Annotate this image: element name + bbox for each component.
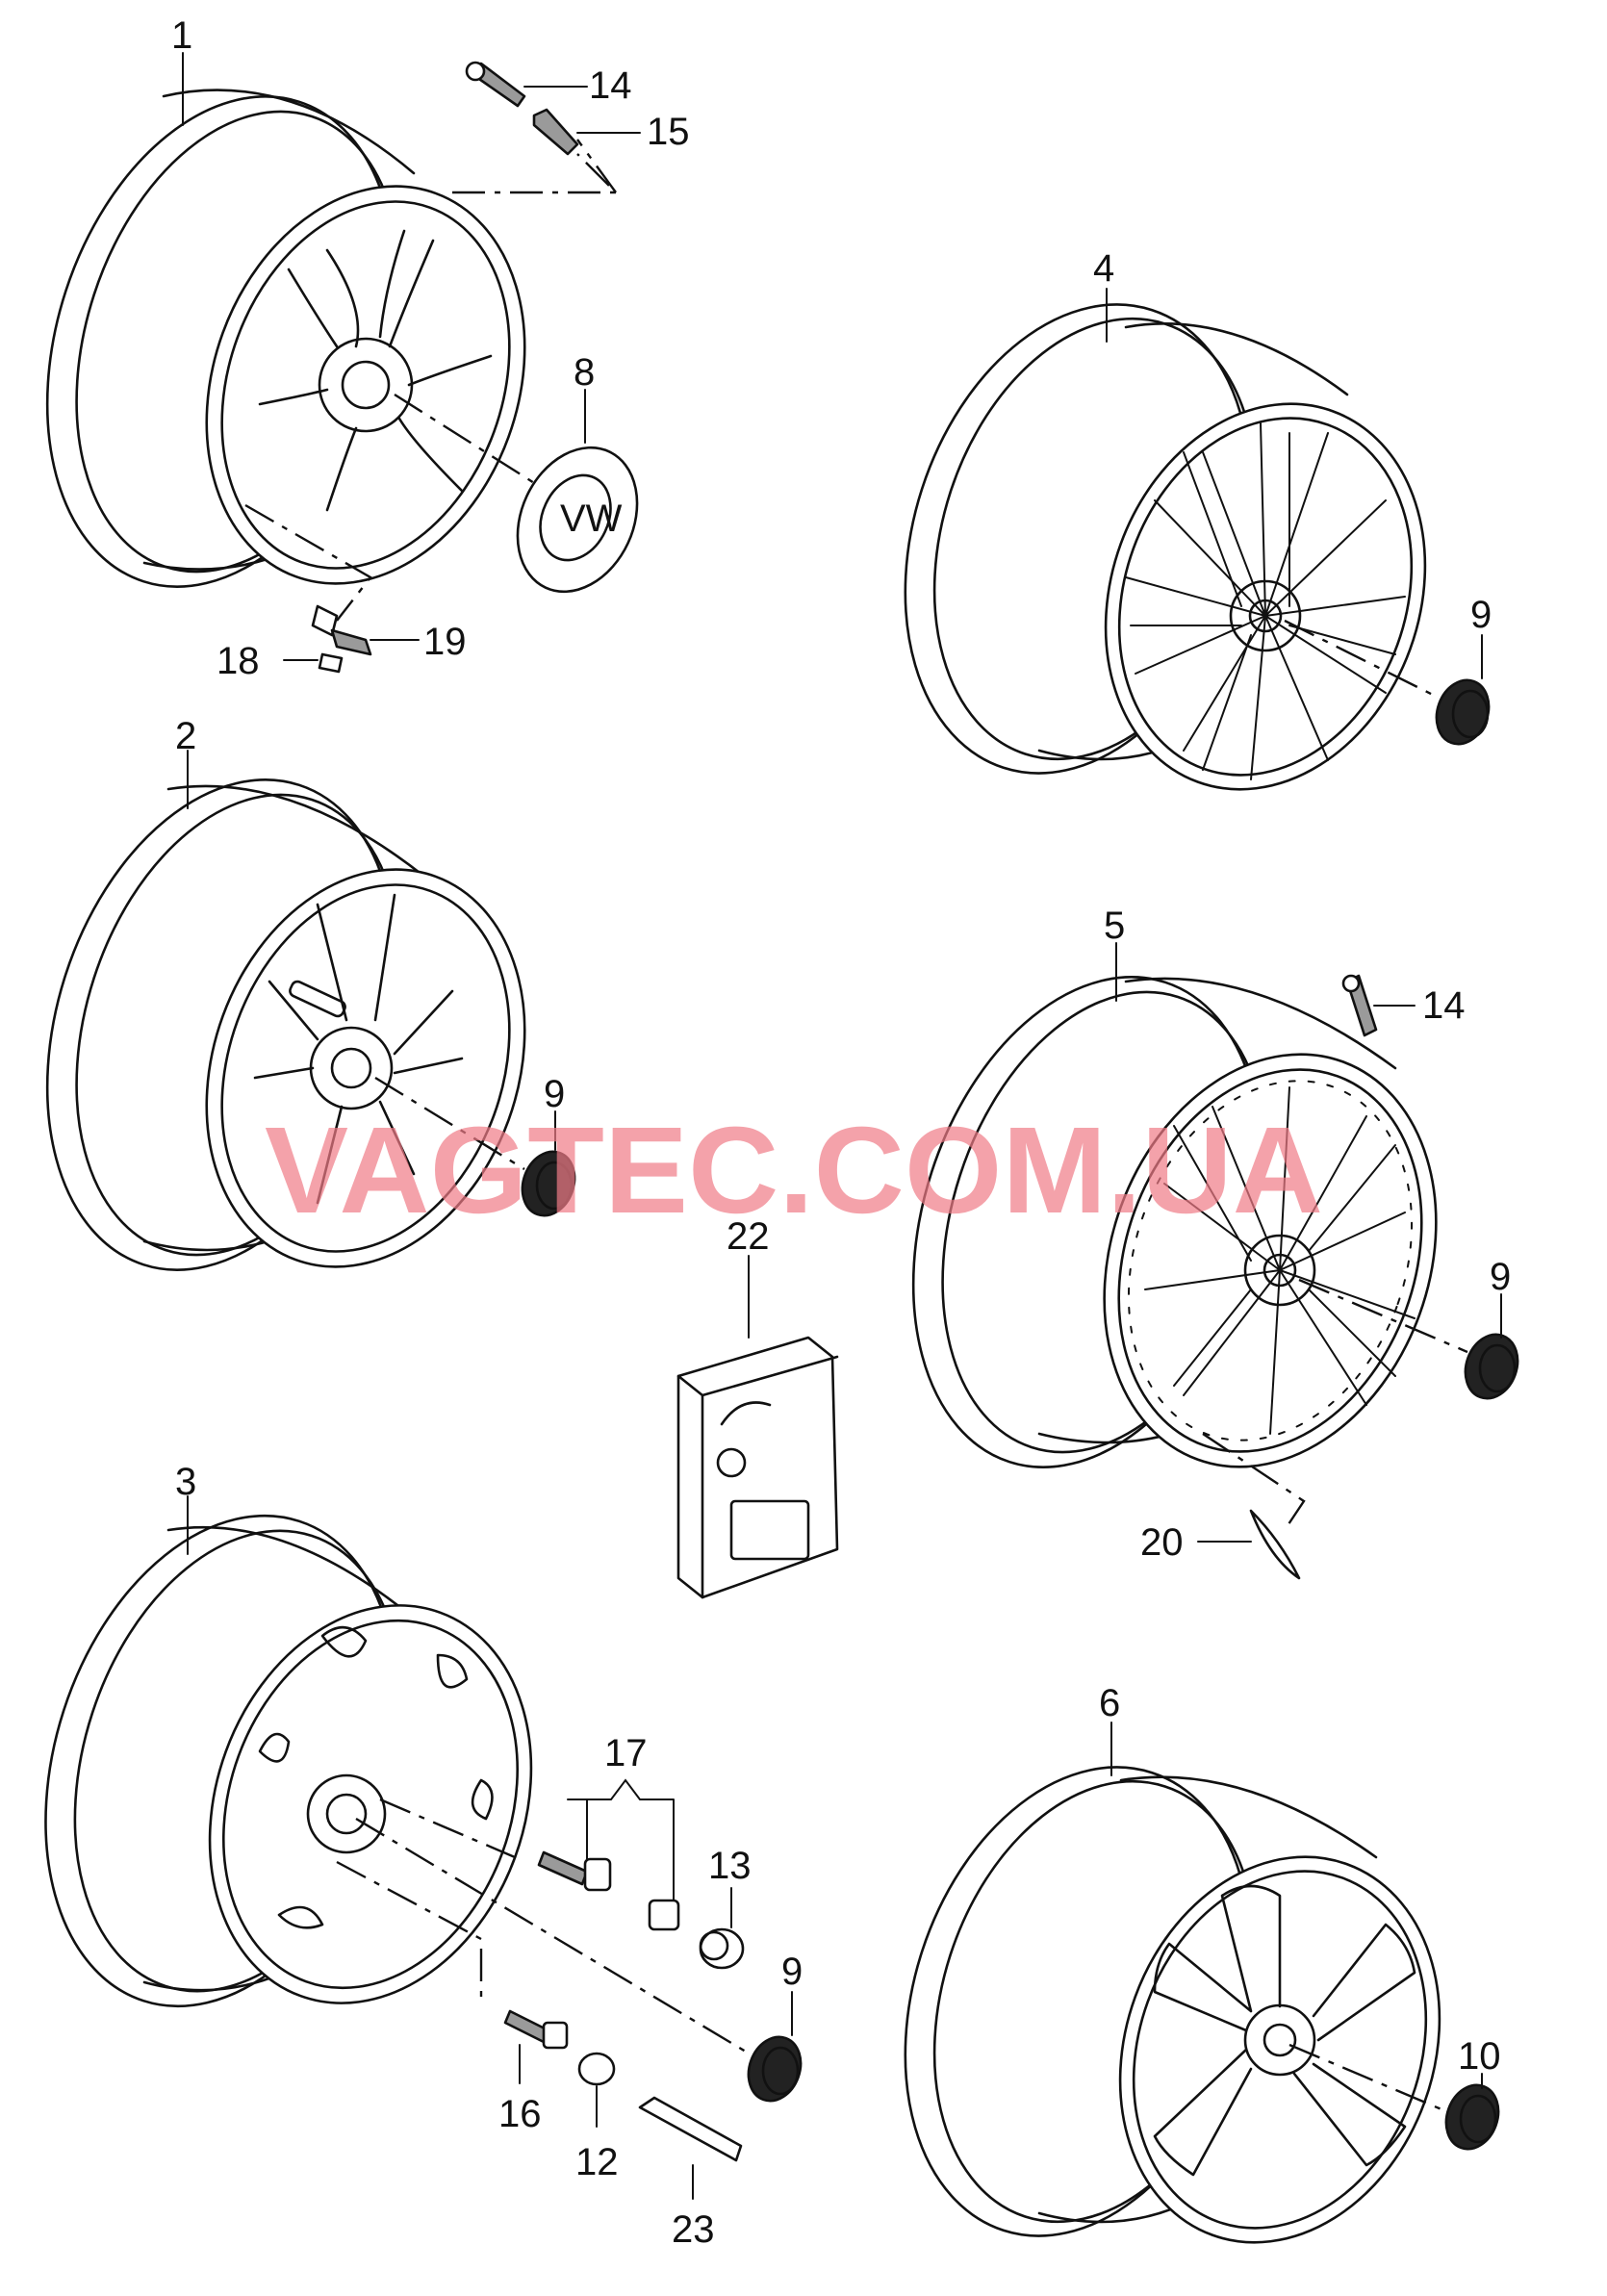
valve-14-top [465,61,526,108]
wheel-6 [904,1766,1441,2244]
callout-9-wheel2: 9 [544,1073,565,1115]
center-cap-8: VW [516,446,639,594]
callout-16: 16 [498,2093,542,2135]
center-cap-9b [521,1150,576,1217]
balance-weight-18-19 [311,604,372,674]
callout-8: 8 [574,351,595,394]
callout-9-wheel5: 9 [1490,1256,1511,1298]
leader-lines [182,52,1502,2200]
lock-bolt-kit-22 [676,1336,839,1599]
valve-14-wheel5 [1341,974,1378,1037]
lock-bolt-17 [537,1850,680,1931]
callout-20: 20 [1140,1521,1184,1564]
callout-10: 10 [1458,2035,1501,2078]
callout-labels: 1 14 15 8 19 18 2 9 3 4 9 5 14 9 20 22 6… [171,14,1511,2251]
wheel-1 [45,89,526,588]
callout-19: 19 [423,621,467,663]
callout-23: 23 [672,2208,715,2251]
watermark: VAGTEC.COM.UA [265,1102,1323,1239]
wheel-5 [911,976,1438,1468]
callout-15: 15 [647,111,690,153]
callout-17: 17 [604,1732,648,1774]
callout-2: 2 [175,715,196,757]
callout-18: 18 [217,640,260,682]
callout-9-wheel3: 9 [781,1951,803,1993]
lock-cap-13 [699,1927,745,1970]
callout-13: 13 [708,1845,752,1887]
wheel-3 [44,1514,533,2008]
trim-piece-20 [1249,1509,1301,1580]
callout-1: 1 [171,14,192,57]
lock-cap-12 [577,2052,616,2086]
center-cap-9c [1464,1333,1519,1400]
center-cap-10 [1444,2083,1500,2151]
center-cap-9d [747,2035,803,2103]
svg-text:VW: VW [560,497,623,540]
callout-6: 6 [1099,1682,1120,1724]
callout-12: 12 [575,2141,619,2183]
callout-14-wheel5: 14 [1422,984,1466,1027]
valve-15 [532,108,579,156]
wheel-2 [45,778,526,1271]
center-cap-9a [1435,678,1491,746]
wheel-4 [904,303,1427,791]
callout-9-wheel4: 9 [1470,594,1492,636]
callout-4: 4 [1093,247,1114,290]
callout-5: 5 [1104,905,1125,947]
adapter-tool-23 [638,2096,743,2162]
callout-22: 22 [727,1215,770,1258]
callout-14-top: 14 [589,64,632,107]
callout-3: 3 [175,1461,196,1503]
wheel-bolt-16 [503,2009,569,2050]
